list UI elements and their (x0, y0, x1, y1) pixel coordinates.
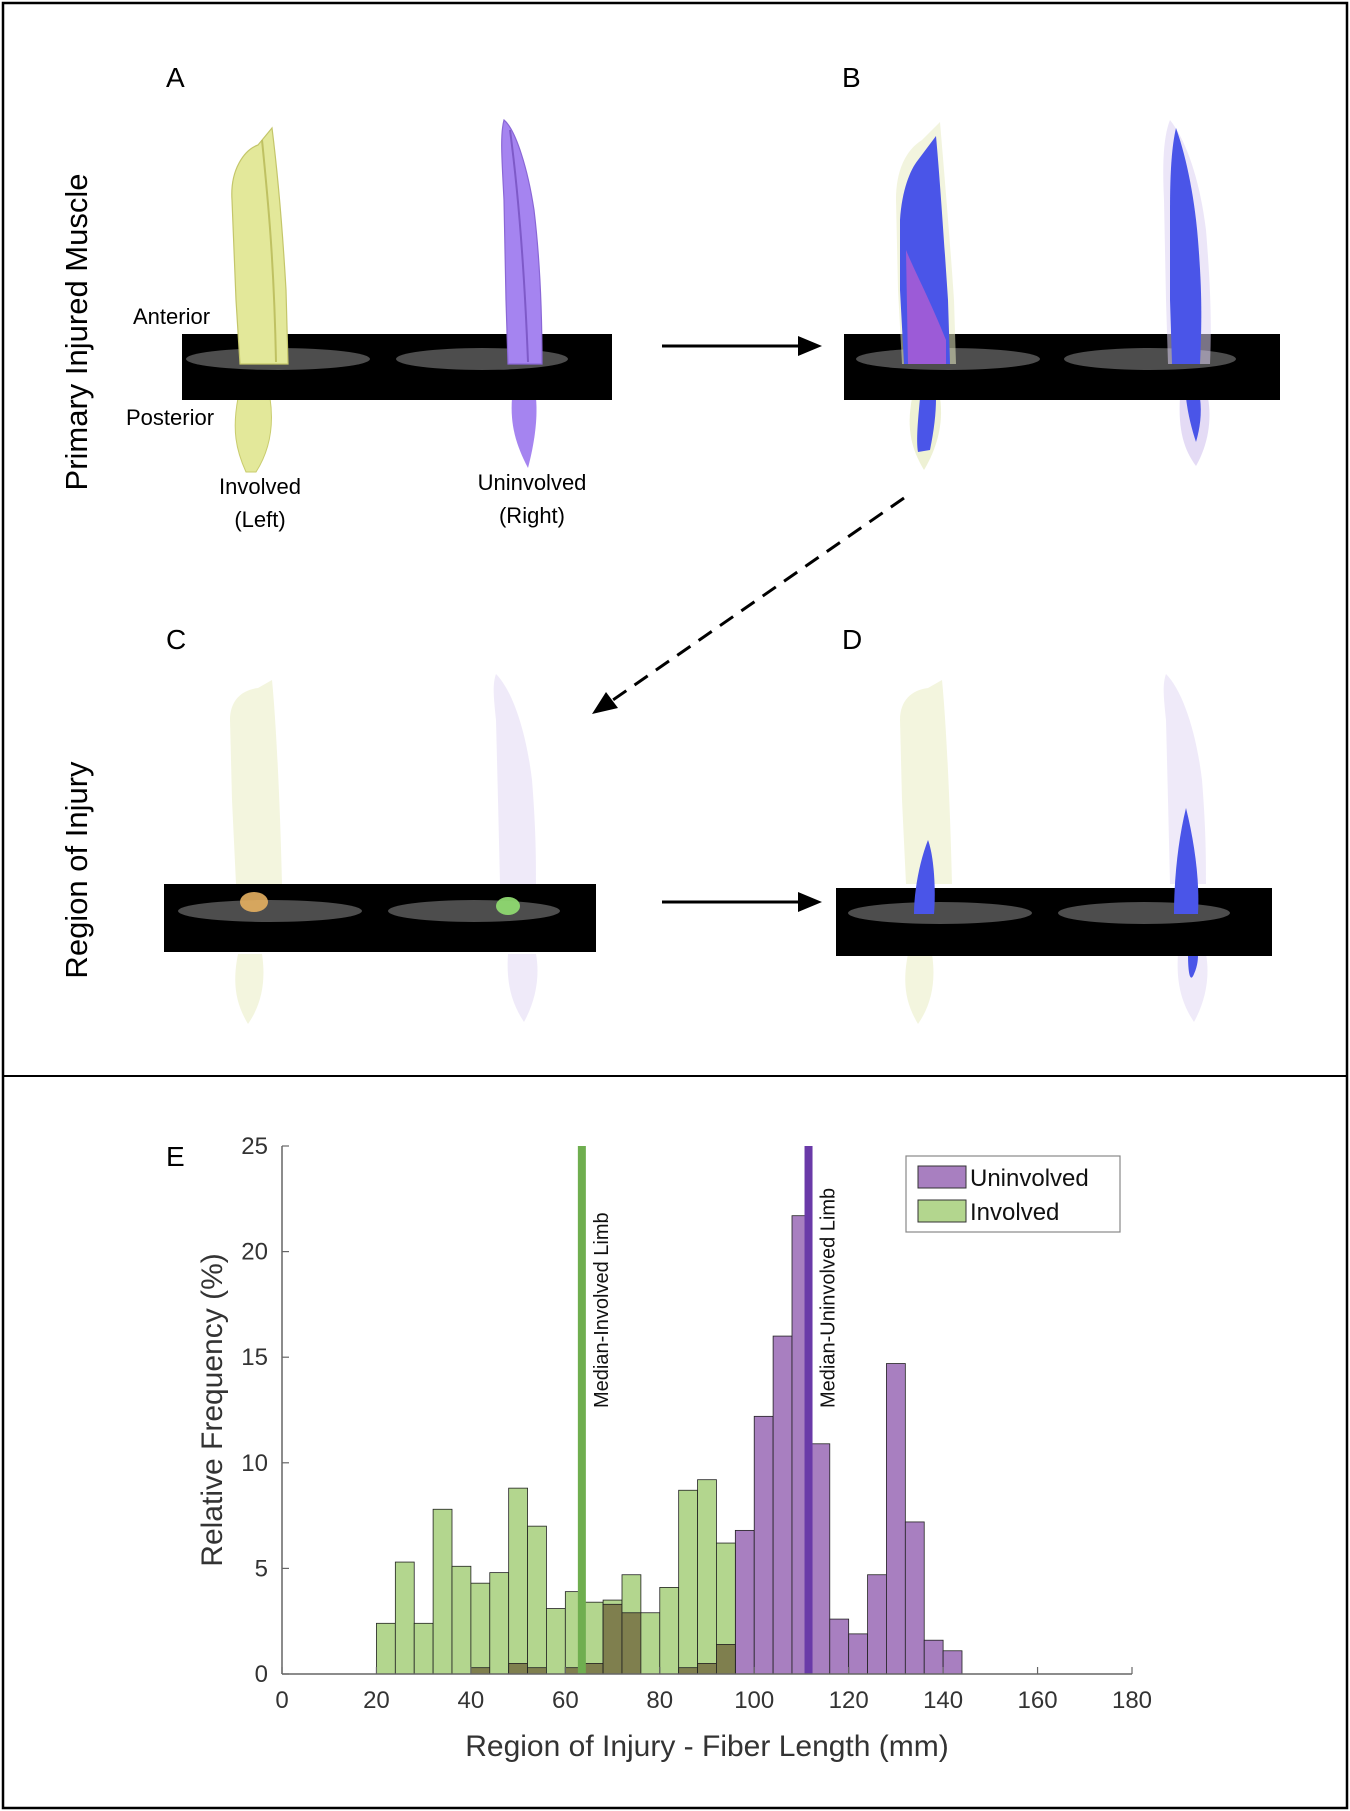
histogram-bar-uninvolved (772, 1335, 793, 1675)
y-tick-label: 0 (255, 1661, 268, 1688)
histogram-bar-uninvolved (886, 1363, 906, 1675)
histogram-bar-uninvolved (829, 1618, 850, 1675)
histogram-bar-involved (659, 1587, 680, 1675)
y-tick-label: 10 (241, 1450, 268, 1477)
panel-letter-c: C (166, 624, 186, 655)
histogram-bar-overlap (716, 1644, 736, 1675)
histogram-bar-involved (470, 1582, 491, 1675)
histogram-bar-overlap (621, 1612, 642, 1675)
uninvolved-muscle-ridge (509, 129, 529, 363)
involved-muscle-lower (234, 397, 272, 473)
median-label: Median-Uninvolved Limb (818, 1188, 840, 1408)
panel-letter-d: D (842, 624, 862, 655)
label-uninvolved-1: Uninvolved (478, 470, 587, 495)
histogram-bar-involved (489, 1572, 510, 1675)
x-tick-label: 60 (552, 1687, 579, 1714)
histogram-bar-involved (678, 1489, 698, 1675)
legend-swatch-involved (917, 1199, 967, 1223)
histogram-bar-uninvolved (734, 1529, 755, 1675)
x-tick-label: 0 (275, 1687, 288, 1714)
histogram-bar-involved (451, 1565, 472, 1675)
y-tick-label: 25 (241, 1133, 268, 1160)
label-involved-1: Involved (219, 474, 301, 499)
uninvolved-muscle-lower (511, 398, 537, 468)
arrow-c-to-d (662, 892, 822, 912)
legend-label-involved: Involved (970, 1199, 1059, 1226)
y-tick-label: 15 (241, 1344, 268, 1371)
panel-a-illustration (182, 118, 612, 473)
involved-muscle-ridge (261, 139, 277, 363)
legend: Uninvolved Involved (905, 1155, 1121, 1233)
histogram-bar-involved (527, 1525, 547, 1675)
histogram-bar-overlap (678, 1667, 698, 1675)
x-tick-label: 40 (458, 1687, 485, 1714)
y-tick-label: 5 (255, 1555, 268, 1582)
y-tick-label: 20 (241, 1239, 268, 1266)
panel-c-illustration (164, 674, 596, 1024)
label-anterior: Anterior (133, 304, 210, 329)
label-uninvolved-2: (Right) (499, 503, 565, 528)
histogram-bar-overlap (602, 1603, 623, 1675)
histogram-bar-involved (394, 1561, 415, 1675)
panel-letter-a: A (166, 62, 185, 93)
injury-fibers-left (914, 840, 935, 914)
arrow-a-to-b (662, 336, 822, 356)
x-tick-label: 120 (829, 1687, 869, 1714)
legend-label-uninvolved: Uninvolved (970, 1165, 1089, 1192)
x-tick-label: 80 (646, 1687, 673, 1714)
histogram-bar-uninvolved (867, 1574, 887, 1675)
panel-letter-b: B (842, 62, 861, 93)
injury-region-right (496, 897, 520, 915)
histogram-bar-uninvolved (923, 1639, 944, 1675)
histogram-bar-involved (546, 1608, 566, 1675)
panel-b-illustration (844, 120, 1280, 470)
histogram-bar-uninvolved (848, 1633, 868, 1675)
arrow-b-to-c (592, 496, 905, 714)
label-involved-2: (Left) (234, 507, 285, 532)
x-tick-label: 180 (1112, 1687, 1152, 1714)
fibers-upper-right (1170, 128, 1202, 364)
fibers-lower-right (1186, 398, 1201, 442)
histogram-bar-involved (640, 1612, 661, 1675)
x-tick-label: 100 (734, 1687, 774, 1714)
injury-fibers-right (1174, 808, 1199, 914)
panel-letter-e: E (166, 1141, 185, 1172)
x-tick-label: 140 (923, 1687, 963, 1714)
histogram-bar-overlap (470, 1667, 491, 1675)
histogram-bar-overlap (527, 1667, 547, 1675)
median-line (804, 1146, 813, 1674)
panel-d-illustration (836, 674, 1272, 1024)
histogram-bar-involved (508, 1487, 528, 1675)
histogram-bar-overlap (508, 1663, 528, 1675)
histogram-bar-overlap (583, 1663, 604, 1675)
label-posterior: Posterior (126, 405, 214, 430)
histogram-bar-involved (413, 1622, 434, 1675)
histogram-chart: Median-Involved Limb Median-Uninvolved Li… (196, 1133, 1152, 1763)
injury-region-left (240, 892, 268, 912)
histogram-bar-uninvolved (904, 1521, 925, 1675)
histogram-bar-overlap (697, 1663, 717, 1675)
legend-swatch-uninvolved (917, 1165, 967, 1189)
fibers-lower-left (917, 398, 936, 452)
histogram-bar-uninvolved (942, 1650, 963, 1675)
histogram-bar-uninvolved (810, 1443, 831, 1675)
histogram-bar-involved (432, 1508, 453, 1675)
histogram-bar-involved (376, 1622, 396, 1675)
median-label: Median-Involved Limb (591, 1212, 613, 1408)
row-title-bottom: Region of Injury (59, 761, 94, 979)
histogram-bar-uninvolved (753, 1415, 774, 1675)
median-line (577, 1146, 586, 1674)
row-title-top: Primary Injured Muscle (59, 174, 94, 491)
x-tick-label: 160 (1018, 1687, 1058, 1714)
y-axis-title: Relative Frequency (%) (196, 1253, 229, 1566)
histogram-bar-involved (697, 1479, 717, 1675)
x-tick-label: 20 (363, 1687, 390, 1714)
x-axis-title: Region of Injury - Fiber Length (mm) (465, 1730, 949, 1763)
